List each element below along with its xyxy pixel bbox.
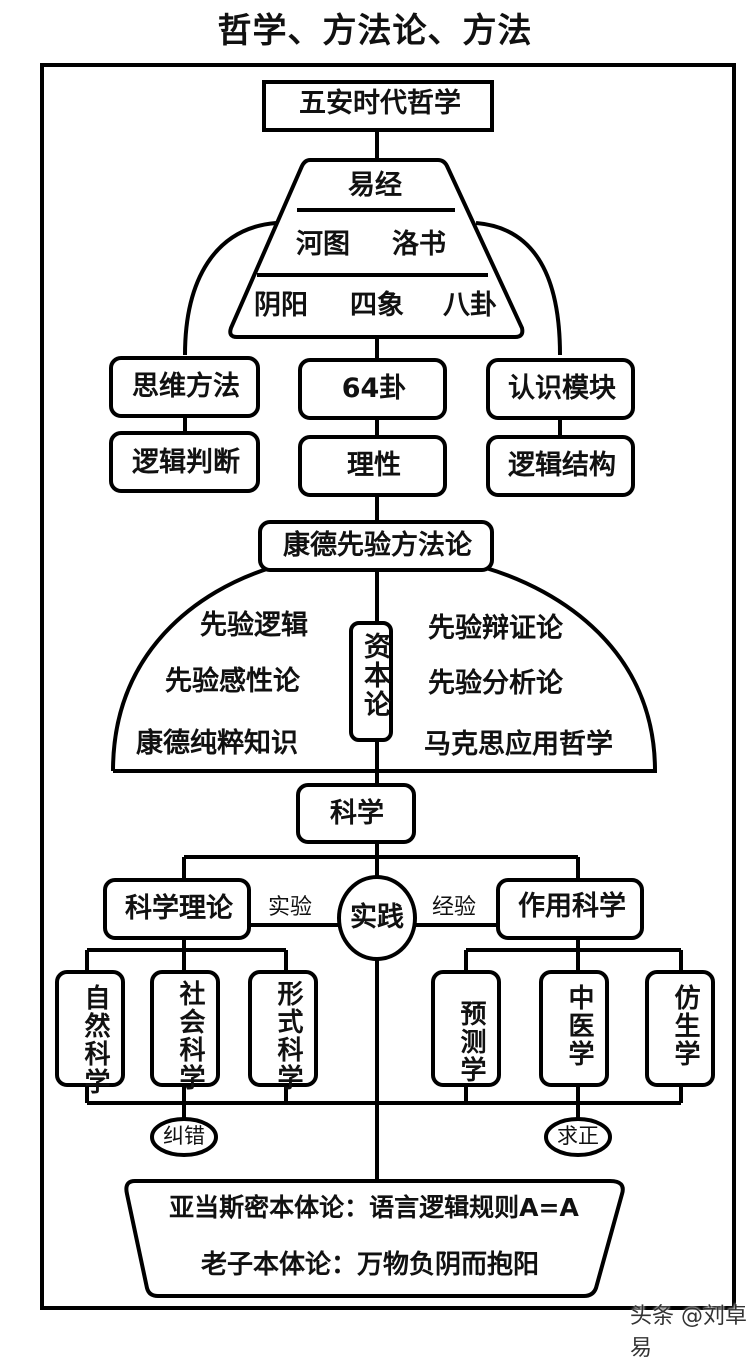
oval-seek-truth — [544, 1117, 612, 1157]
applied-science-label: 作用科学 — [518, 891, 626, 922]
kant-right-3: 马克思应用哲学 — [424, 729, 613, 760]
bagua-label: 八卦 — [443, 290, 497, 321]
kant-right-1: 先验辩证论 — [428, 613, 563, 644]
ontology-line-1: 亚当斯密本体论：语言逻辑规则A=A — [169, 1193, 579, 1222]
kant-right-2: 先验分析论 — [428, 668, 563, 699]
box-logic-judgment — [109, 431, 260, 493]
right-arc — [475, 221, 562, 356]
watermark: 头条 @刘卓易 — [630, 1304, 747, 1361]
prediction-label: 预测学 — [456, 1000, 486, 1084]
logic-judgment-label: 逻辑判断 — [132, 447, 240, 478]
capital-label: 资本论 — [359, 632, 390, 719]
experiment-label: 实验 — [268, 895, 313, 920]
oval-correct-error — [150, 1117, 218, 1157]
rationality-label: 理性 — [347, 450, 401, 481]
left-arc — [183, 221, 277, 356]
bionics-label: 仿生学 — [670, 984, 700, 1068]
box-science-theory — [103, 878, 251, 940]
science-theory-label: 科学理论 — [125, 893, 233, 924]
kant-label: 康德先验方法论 — [283, 530, 472, 561]
seek-truth-label: 求正 — [557, 1124, 599, 1148]
page-title: 哲学、方法论、方法 — [217, 11, 533, 51]
kant-dome — [111, 566, 658, 773]
box-formal-science — [248, 970, 318, 1087]
box-science — [296, 783, 416, 844]
hetu-label: 河图 — [296, 229, 350, 260]
ontology-trapezoid — [124, 1179, 625, 1298]
diagram-lines — [40, 63, 736, 1310]
outer-frame — [40, 63, 736, 1310]
root-label: 五安时代哲学 — [299, 88, 461, 119]
yijing-trapezoid — [228, 158, 525, 339]
box-tcm — [539, 970, 609, 1087]
kant-left-1: 先验逻辑 — [200, 610, 308, 641]
formal-science-label: 形式科学 — [273, 980, 303, 1092]
kant-left-2: 先验感性论 — [165, 666, 300, 697]
science-label: 科学 — [330, 798, 384, 829]
correct-error-label: 纠错 — [163, 1124, 205, 1148]
kant-left-3: 康德纯粹知识 — [136, 728, 298, 759]
yinyang-label: 阴阳 — [254, 290, 308, 321]
tcm-label: 中医学 — [564, 984, 594, 1068]
sixiang-label: 四象 — [350, 290, 404, 321]
social-science-label: 社会科学 — [175, 980, 205, 1092]
box-logic-structure — [486, 435, 635, 497]
experience-label: 经验 — [432, 895, 477, 920]
box-rationality — [298, 435, 447, 497]
gua64-label: 64卦 — [341, 373, 407, 404]
natural-science-label: 自然科学 — [80, 984, 110, 1096]
logic-structure-label: 逻辑结构 — [508, 450, 616, 481]
cognition-module-label: 认识模块 — [508, 373, 616, 404]
box-64-gua — [298, 358, 447, 420]
box-natural-science — [55, 970, 125, 1087]
practice-label: 实践 — [350, 902, 404, 933]
ontology-line-2: 老子本体论：万物负阴而抱阳 — [200, 1250, 539, 1280]
box-capital — [349, 621, 393, 742]
thinking-method-label: 思维方法 — [132, 371, 240, 402]
box-applied-science — [496, 878, 644, 940]
luoshu-label: 洛书 — [392, 229, 446, 260]
yijing-label: 易经 — [348, 170, 402, 201]
